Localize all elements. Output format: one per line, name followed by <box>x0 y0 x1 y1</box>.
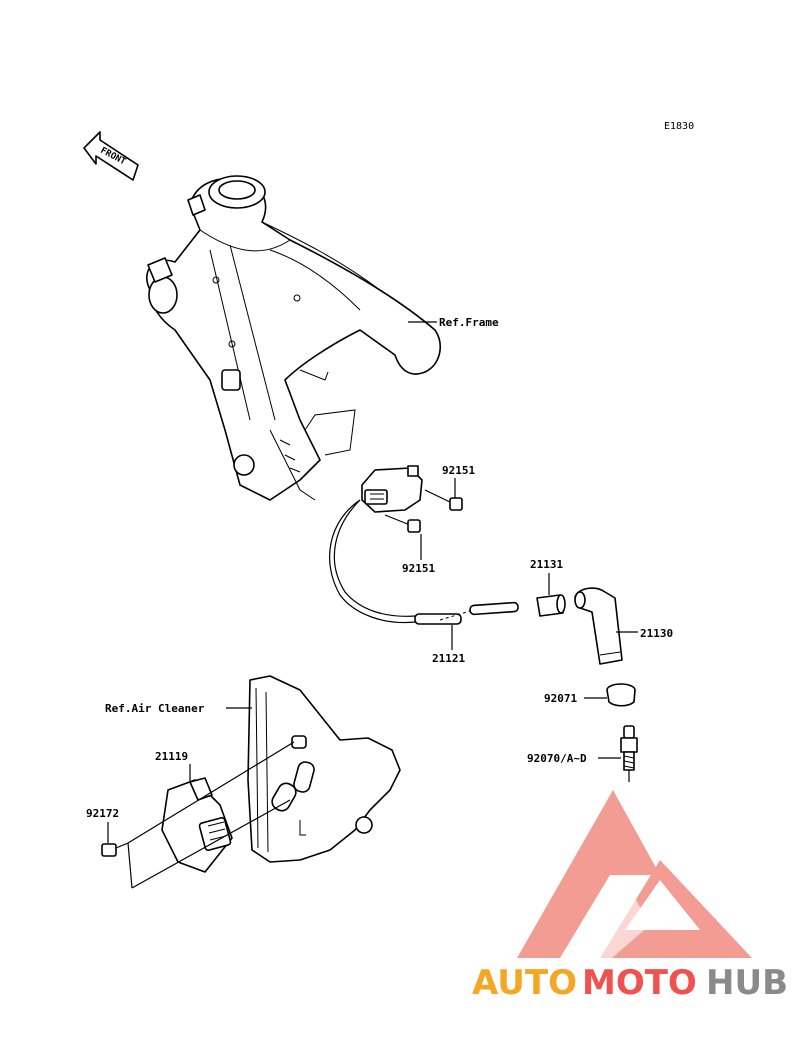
high-tension-lead <box>329 499 519 625</box>
watermark-logo <box>517 790 752 958</box>
plug-cap-icon <box>574 587 623 665</box>
ignition-coil <box>361 465 423 513</box>
seal-icon <box>606 683 636 707</box>
air-cleaner-drawing <box>247 675 401 863</box>
ref-frame-label: Ref.Frame <box>439 316 499 329</box>
part-number-seal: 92071 <box>544 692 577 705</box>
part-number-bolt-lower: 92151 <box>402 562 435 575</box>
boot-cap-icon <box>536 594 566 617</box>
spark-plug-icon <box>620 725 638 782</box>
igniter-bolt-icon <box>101 842 129 857</box>
watermark-moto: MOTO <box>582 963 697 1003</box>
part-number-spark-plug: 92070/A~D <box>527 752 587 765</box>
igniter-icon <box>161 777 233 873</box>
part-number-plug-cap: 21130 <box>640 627 673 640</box>
part-number-igniter-bolt: 92172 <box>86 807 119 820</box>
ref-air-cleaner-label: Ref.Air Cleaner <box>105 702 205 715</box>
diagram-code: E1830 <box>664 121 694 132</box>
part-number-lead: 21121 <box>432 652 465 665</box>
bolt-lower-icon <box>384 514 421 533</box>
watermark-hub: HUB <box>706 963 788 1003</box>
frame-drawing <box>146 175 441 501</box>
part-number-boot-cap: 21131 <box>530 558 563 571</box>
part-number-igniter: 21119 <box>155 750 188 763</box>
front-arrow-icon: FRONT <box>83 131 139 181</box>
watermark-text: AUTO MOTO HUB <box>472 963 788 1003</box>
watermark-auto: AUTO <box>472 963 577 1003</box>
bolt-upper-icon <box>424 489 463 511</box>
part-number-bolt-upper: 92151 <box>442 464 475 477</box>
